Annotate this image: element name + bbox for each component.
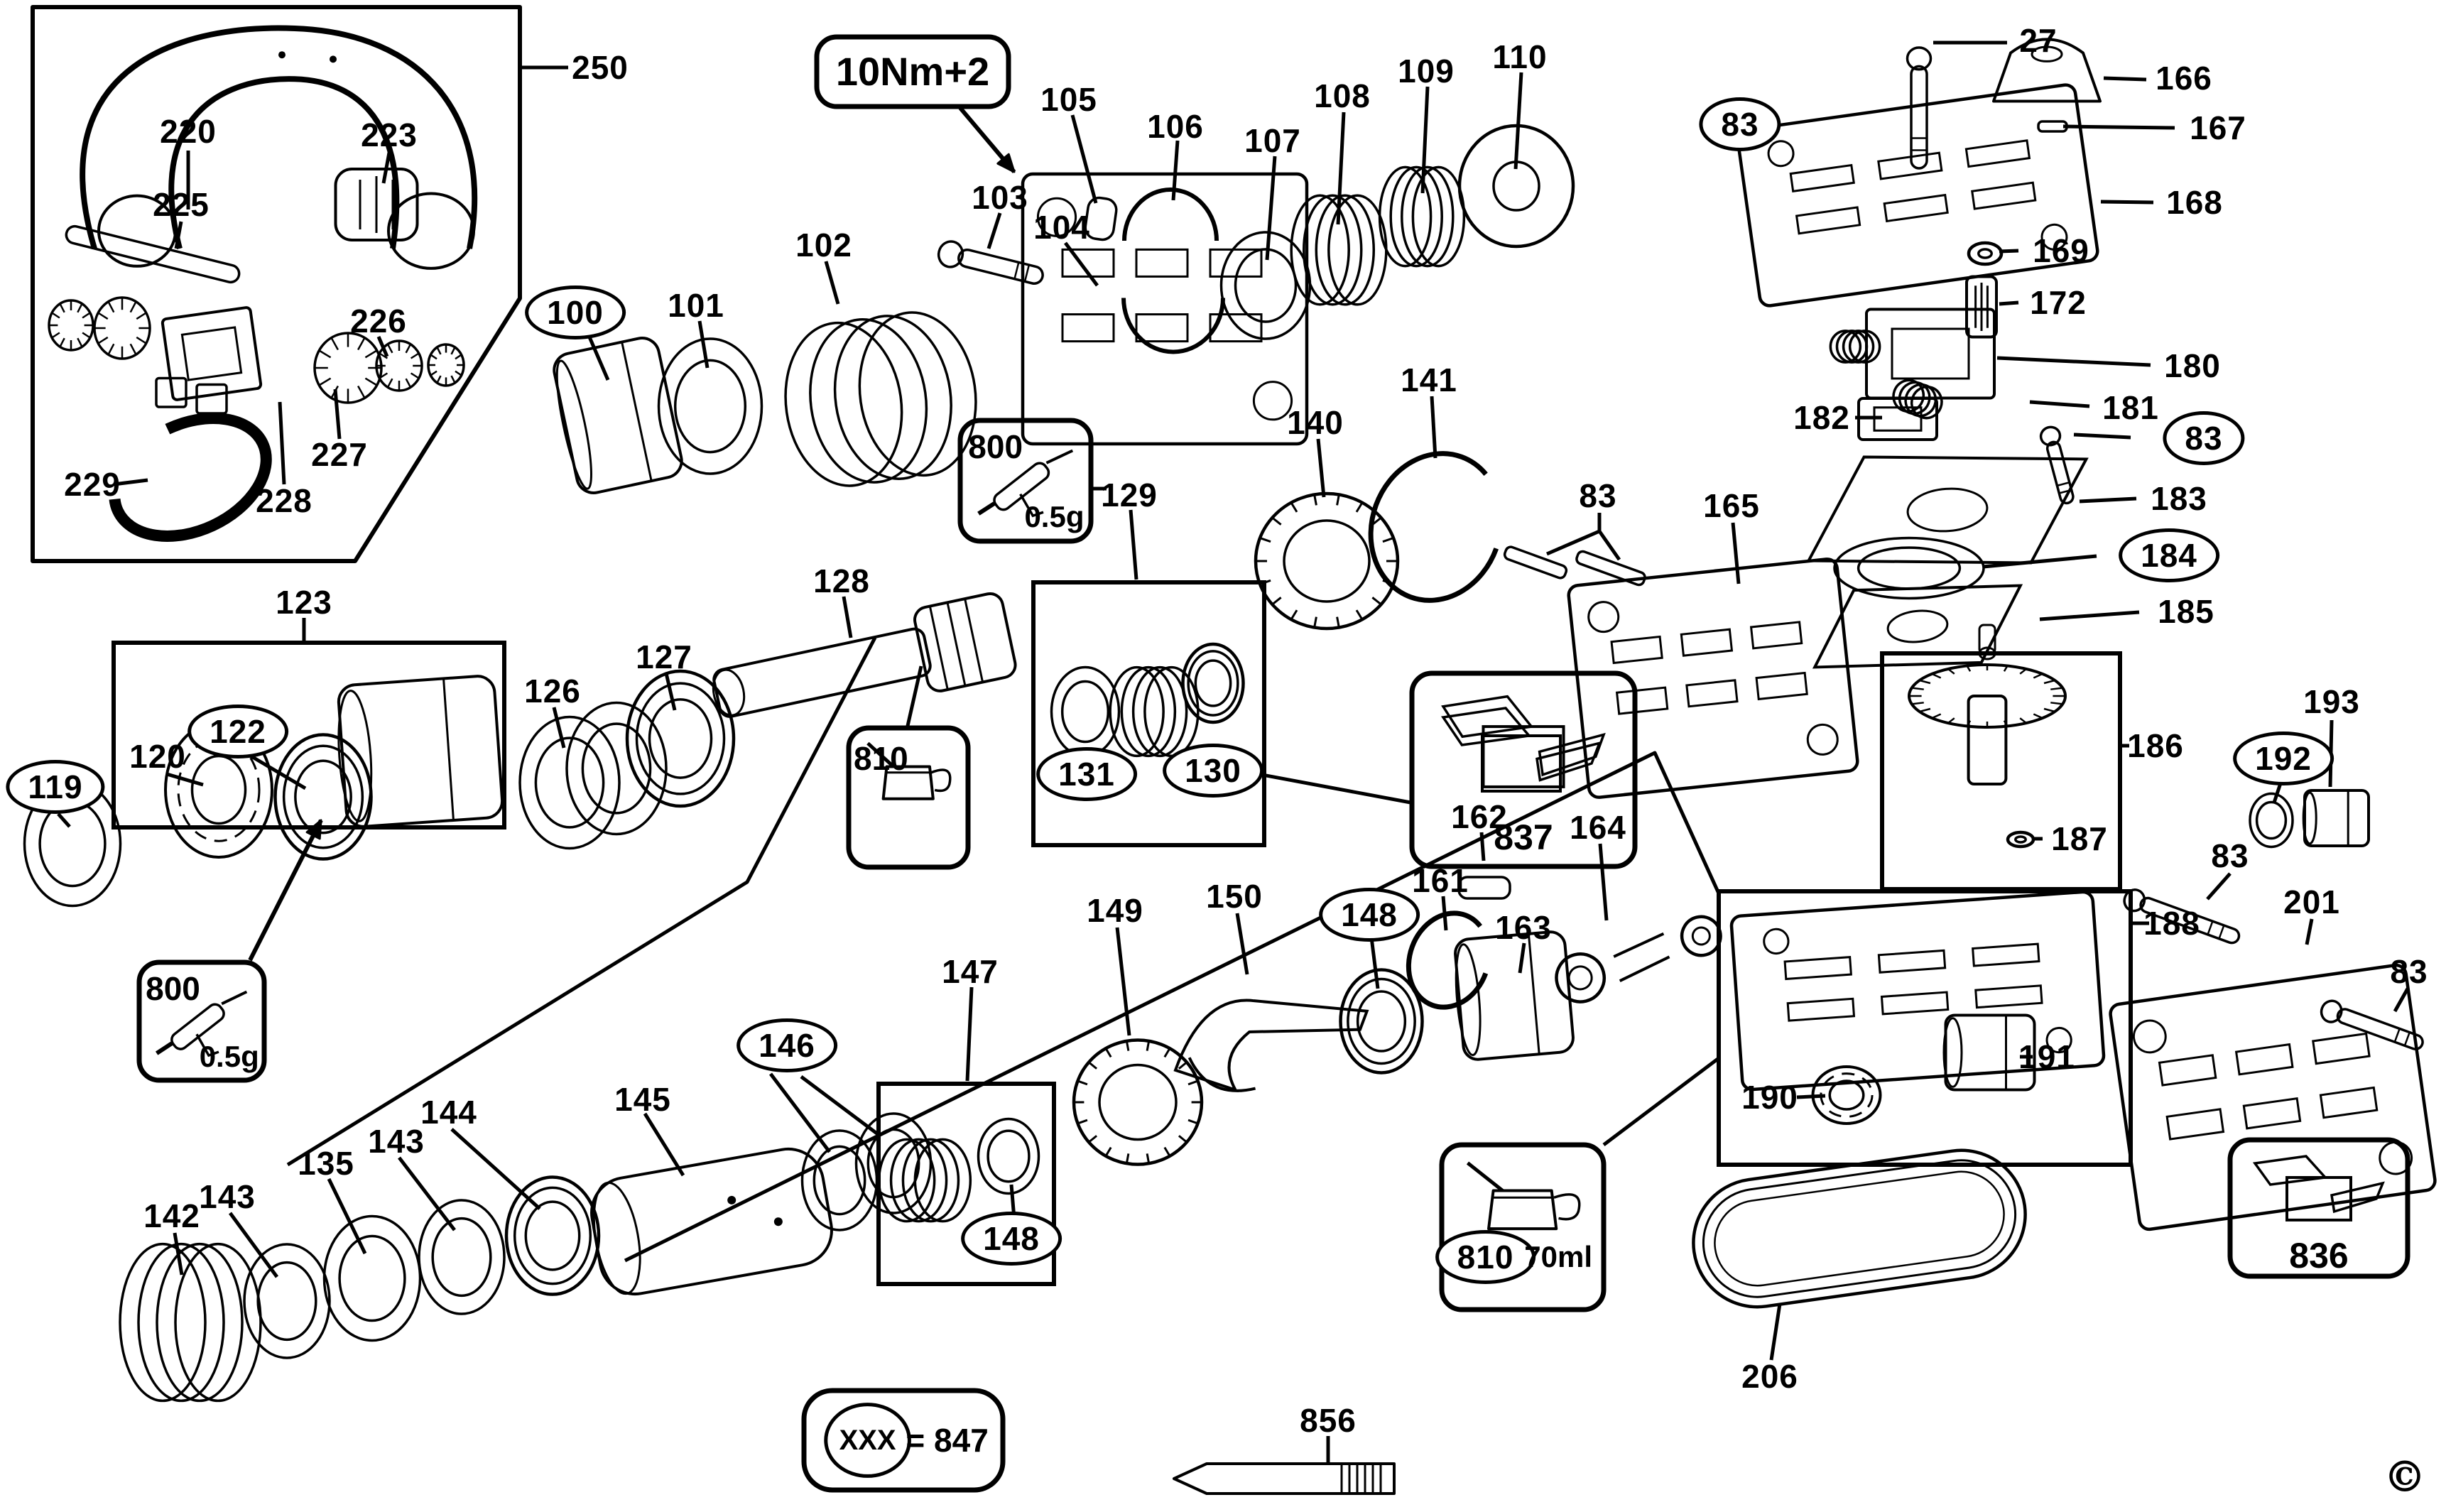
part-label-107[interactable]: 107 xyxy=(1244,122,1301,159)
part-label-108[interactable]: 108 xyxy=(1314,77,1371,114)
part-label-165[interactable]: 165 xyxy=(1703,487,1760,524)
part-label-166[interactable]: 166 xyxy=(2156,60,2212,97)
part-label-163[interactable]: 163 xyxy=(1495,909,1552,946)
legend-code: XXX xyxy=(839,1425,896,1456)
part-label-145[interactable]: 145 xyxy=(614,1081,671,1118)
copyright-mark: © xyxy=(2384,1452,2426,1502)
kit-callout-label-836: 836 xyxy=(2289,1236,2349,1276)
part-label-190[interactable]: 190 xyxy=(1741,1079,1798,1116)
part-label-104[interactable]: 104 xyxy=(1033,209,1090,246)
part-label-83[interactable]: 83 xyxy=(2390,953,2428,990)
lubricant-callout-label-grease-a: 800 xyxy=(146,969,200,1007)
part-label-185[interactable]: 185 xyxy=(2158,593,2214,630)
part-label-184[interactable]: 184 xyxy=(2119,528,2219,582)
part-label-135[interactable]: 135 xyxy=(298,1145,354,1182)
part-label-103[interactable]: 103 xyxy=(972,179,1028,216)
part-label-182[interactable]: 182 xyxy=(1793,399,1850,436)
part-label-101[interactable]: 101 xyxy=(668,287,724,324)
part-label-148[interactable]: 148 xyxy=(1319,888,1420,942)
part-label-172[interactable]: 172 xyxy=(2030,284,2087,321)
part-label-150[interactable]: 150 xyxy=(1206,878,1263,915)
part-label-164[interactable]: 164 xyxy=(1570,809,1626,846)
part-label-192[interactable]: 192 xyxy=(2233,731,2334,785)
part-label-191[interactable]: 191 xyxy=(2018,1038,2075,1075)
part-label-169[interactable]: 169 xyxy=(2033,232,2089,269)
part-label-83[interactable]: 83 xyxy=(1579,477,1617,514)
part-label-119[interactable]: 119 xyxy=(6,760,105,814)
part-label-110[interactable]: 110 xyxy=(1492,38,1548,75)
part-label-162[interactable]: 162 xyxy=(1451,798,1508,835)
part-label-206[interactable]: 206 xyxy=(1741,1358,1798,1395)
part-label-141[interactable]: 141 xyxy=(1401,361,1457,398)
part-label-140[interactable]: 140 xyxy=(1287,404,1344,441)
part-label-168[interactable]: 168 xyxy=(2166,184,2223,221)
part-label-228[interactable]: 228 xyxy=(256,482,312,519)
part-label-227[interactable]: 227 xyxy=(311,436,368,473)
part-label-188[interactable]: 188 xyxy=(2143,905,2200,942)
part-label-83[interactable]: 83 xyxy=(2163,411,2245,465)
lubricant-amount-grease-a: 0.5g xyxy=(199,1039,259,1073)
part-label-122[interactable]: 122 xyxy=(187,705,288,758)
part-label-109[interactable]: 109 xyxy=(1398,53,1455,89)
part-label-183[interactable]: 183 xyxy=(2151,480,2207,517)
part-label-126[interactable]: 126 xyxy=(524,673,581,709)
torque-callout-label: 10Nm+2 xyxy=(835,49,990,94)
part-label-100[interactable]: 100 xyxy=(525,285,626,339)
part-label-143[interactable]: 143 xyxy=(199,1178,256,1215)
part-label-131[interactable]: 131 xyxy=(1036,747,1137,801)
lubricant-amount-oil-b: 70ml xyxy=(1524,1239,1593,1273)
lubricant-callout-label-oil-b: 810 xyxy=(1435,1229,1536,1284)
part-label-128[interactable]: 128 xyxy=(813,562,870,599)
part-label-229[interactable]: 229 xyxy=(64,466,121,503)
part-label-27[interactable]: 27 xyxy=(2019,22,2058,59)
part-label-149[interactable]: 149 xyxy=(1087,892,1143,929)
legend-equals: = 847 xyxy=(906,1422,989,1459)
part-label-144[interactable]: 144 xyxy=(420,1094,477,1131)
part-label-120[interactable]: 120 xyxy=(129,738,186,775)
part-label-147[interactable]: 147 xyxy=(942,953,999,990)
part-label-220[interactable]: 220 xyxy=(160,113,217,150)
part-label-167[interactable]: 167 xyxy=(2190,109,2246,146)
part-label-250[interactable]: 250 xyxy=(572,49,629,86)
part-label-83[interactable]: 83 xyxy=(2211,837,2249,874)
part-label-161[interactable]: 161 xyxy=(1412,862,1469,899)
lubricant-callout-label-oil-a: 810 xyxy=(853,740,908,778)
part-label-223[interactable]: 223 xyxy=(361,116,418,153)
part-label-130[interactable]: 130 xyxy=(1163,744,1263,798)
part-label-226[interactable]: 226 xyxy=(350,303,407,339)
lubricant-amount-grease-b: 0.5g xyxy=(1024,500,1085,533)
part-label-83[interactable]: 83 xyxy=(1699,97,1781,151)
lubricant-callout-label-grease-b: 800 xyxy=(968,428,1023,466)
part-label-856[interactable]: 856 xyxy=(1300,1402,1357,1439)
part-label-146[interactable]: 146 xyxy=(736,1018,837,1072)
kit-callout-label-837: 837 xyxy=(1494,817,1553,858)
part-label-127[interactable]: 127 xyxy=(636,638,692,675)
part-label-193[interactable]: 193 xyxy=(2303,683,2360,720)
part-label-180[interactable]: 180 xyxy=(2164,347,2221,384)
part-label-106[interactable]: 106 xyxy=(1147,108,1204,145)
part-label-123[interactable]: 123 xyxy=(276,584,332,621)
part-label-225[interactable]: 225 xyxy=(153,186,210,223)
part-label-181[interactable]: 181 xyxy=(2102,389,2159,426)
part-label-186[interactable]: 186 xyxy=(2127,727,2184,764)
part-label-142[interactable]: 142 xyxy=(143,1197,200,1234)
part-label-201[interactable]: 201 xyxy=(2283,883,2340,920)
part-label-102[interactable]: 102 xyxy=(795,227,852,263)
part-label-148[interactable]: 148 xyxy=(961,1212,1062,1266)
part-label-105[interactable]: 105 xyxy=(1040,81,1097,118)
part-label-129[interactable]: 129 xyxy=(1101,477,1158,513)
part-label-187[interactable]: 187 xyxy=(2051,820,2108,857)
part-label-143[interactable]: 143 xyxy=(368,1123,425,1160)
